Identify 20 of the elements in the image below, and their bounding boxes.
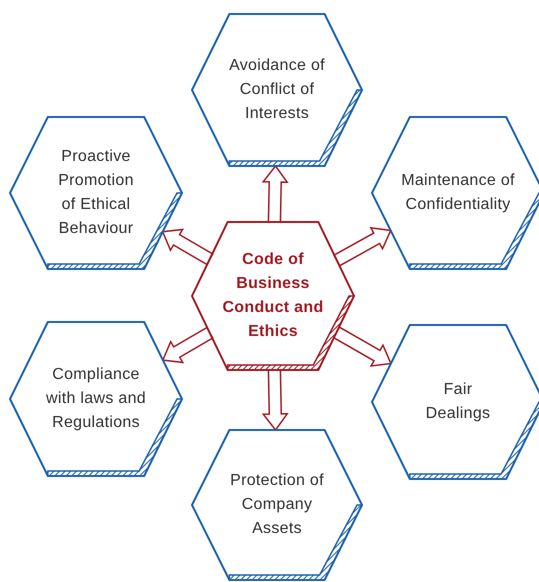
node-label: Compliance with laws and Regulations (45, 365, 147, 433)
node-label: Proactive Promotion of Ethical Behaviour (57, 147, 135, 239)
hexagon-box (372, 325, 539, 479)
hexagon-box (192, 430, 362, 580)
node-label: Code of Business Conduct and Ethics (221, 250, 325, 342)
node-label: Maintenance of Confidentiality (400, 171, 516, 215)
hexagon-box (10, 322, 182, 476)
node-label: Fair Dealings (424, 380, 492, 424)
node-label: Avoidance of Conflict of Interests (228, 56, 326, 124)
node-label: Protection of Company Assets (230, 471, 324, 539)
block-arrow (332, 326, 392, 367)
hexagon-box (192, 14, 362, 166)
block-arrow (332, 226, 392, 267)
hexagon-box (10, 117, 182, 269)
block-arrow (162, 228, 214, 266)
block-arrow (162, 326, 214, 364)
block-arrow (262, 164, 289, 223)
central-hexagon (192, 222, 354, 370)
block-arrow (262, 369, 289, 432)
hexagon-box (372, 117, 539, 269)
